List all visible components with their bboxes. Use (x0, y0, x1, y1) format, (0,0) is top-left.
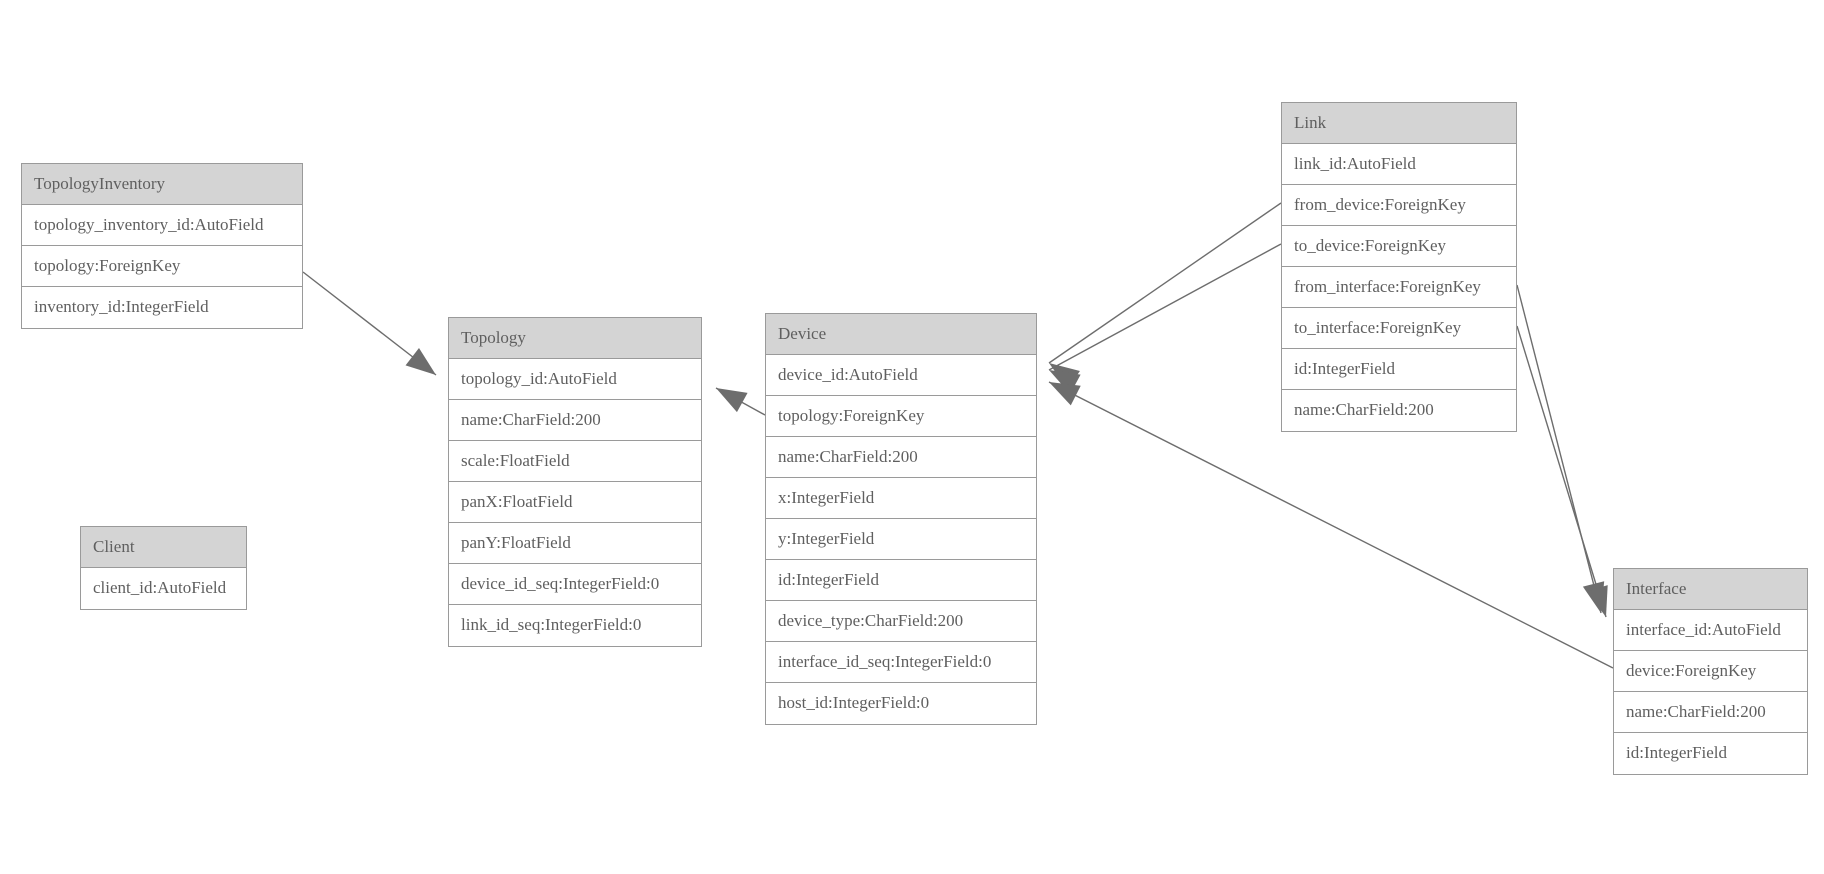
relationship-line (1516, 284, 1602, 614)
entity-field-row[interactable]: inventory_id:IntegerField (22, 287, 302, 328)
entity-title-topology_inventory: TopologyInventory (22, 164, 302, 205)
relationship-arrowhead (1049, 363, 1080, 390)
entity-field-row[interactable]: panY:FloatField (449, 523, 701, 564)
entity-field-row[interactable]: link_id_seq:IntegerField:0 (449, 605, 701, 646)
entity-title-device: Device (766, 314, 1036, 355)
entity-field-row[interactable]: device:ForeignKey (1614, 651, 1807, 692)
entity-field-row[interactable]: id:IntegerField (1282, 349, 1516, 390)
relationship-line (1048, 202, 1282, 364)
relationship-line (1516, 325, 1607, 618)
relationship-arrowhead (405, 347, 436, 375)
entity-field-row[interactable]: id:IntegerField (766, 560, 1036, 601)
entity-field-row[interactable]: client_id:AutoField (81, 568, 246, 609)
entity-field-row[interactable]: id:IntegerField (1614, 733, 1807, 774)
entity-field-row[interactable]: device_id:AutoField (766, 355, 1036, 396)
entity-field-row[interactable]: topology:ForeignKey (22, 246, 302, 287)
entity-field-row[interactable]: topology:ForeignKey (766, 396, 1036, 437)
entity-field-row[interactable]: name:CharField:200 (766, 437, 1036, 478)
entity-fields-client: client_id:AutoField (81, 568, 246, 609)
entity-field-row[interactable]: to_device:ForeignKey (1282, 226, 1516, 267)
entity-field-row[interactable]: host_id:IntegerField:0 (766, 683, 1036, 724)
relationship-line (715, 387, 766, 416)
entity-field-row[interactable]: device_id_seq:IntegerField:0 (449, 564, 701, 605)
entity-field-row[interactable]: scale:FloatField (449, 441, 701, 482)
relationship-line (302, 271, 437, 376)
relationship-arrowhead (1049, 382, 1081, 406)
relationship-arrowhead (1049, 370, 1081, 394)
relationship-arrowhead (716, 388, 748, 413)
entity-title-interface: Interface (1614, 569, 1807, 610)
entity-title-link: Link (1282, 103, 1516, 144)
entity-title-client: Client (81, 527, 246, 568)
entity-field-row[interactable]: interface_id_seq:IntegerField:0 (766, 642, 1036, 683)
entity-field-row[interactable]: from_device:ForeignKey (1282, 185, 1516, 226)
entity-field-row[interactable]: interface_id:AutoField (1614, 610, 1807, 651)
relationship-arrowhead (1582, 581, 1605, 613)
entity-field-row[interactable]: topology_id:AutoField (449, 359, 701, 400)
entity-field-row[interactable]: name:CharField:200 (1282, 390, 1516, 431)
entity-field-row[interactable]: link_id:AutoField (1282, 144, 1516, 185)
entity-field-row[interactable]: panX:FloatField (449, 482, 701, 523)
entity-field-row[interactable]: y:IntegerField (766, 519, 1036, 560)
entity-field-row[interactable]: name:CharField:200 (1614, 692, 1807, 733)
entity-field-row[interactable]: device_type:CharField:200 (766, 601, 1036, 642)
entity-field-row[interactable]: to_interface:ForeignKey (1282, 308, 1516, 349)
entity-field-row[interactable]: topology_inventory_id:AutoField (22, 205, 302, 246)
entity-title-topology: Topology (449, 318, 701, 359)
relationship-line (1048, 243, 1282, 371)
entity-field-row[interactable]: name:CharField:200 (449, 400, 701, 441)
entity-field-row[interactable]: x:IntegerField (766, 478, 1036, 519)
entity-field-row[interactable]: from_interface:ForeignKey (1282, 267, 1516, 308)
